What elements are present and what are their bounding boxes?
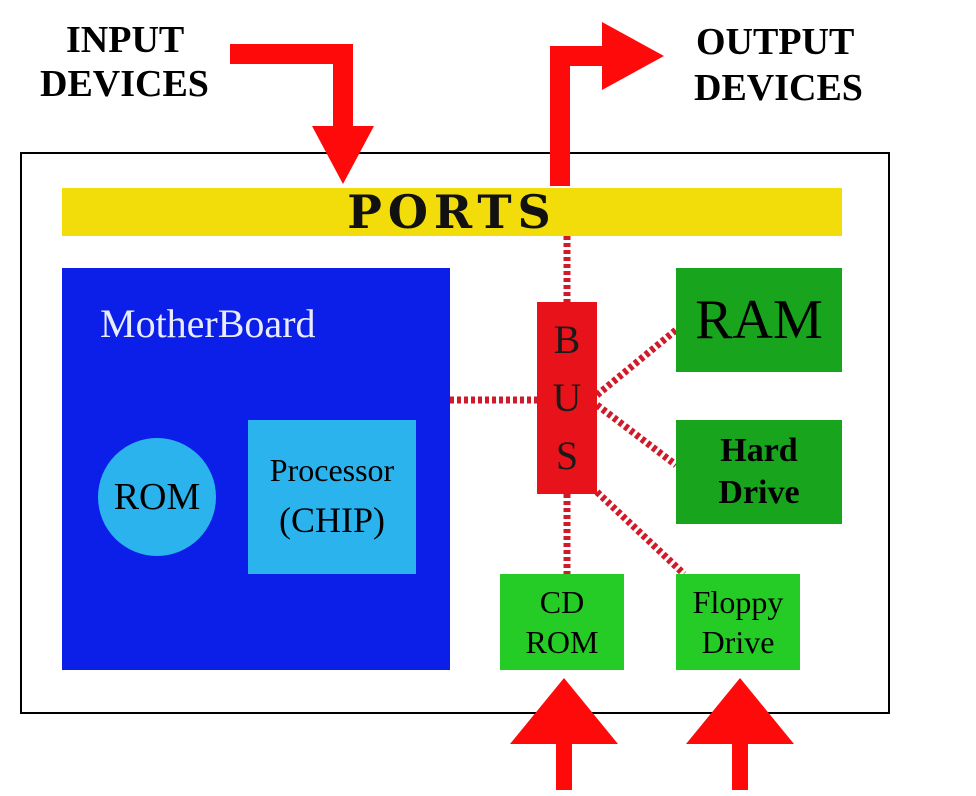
hard-drive-label-line2: Drive — [718, 474, 800, 511]
chip-label: (CHIP) — [279, 500, 385, 540]
bus-block: B U S — [537, 302, 597, 494]
hard-drive-label-line1: Hard — [720, 432, 798, 469]
bus-letter-s: S — [555, 433, 579, 478]
processor-chip: Processor (CHIP) — [248, 420, 416, 574]
motherboard-title: MotherBoard — [100, 301, 316, 346]
output-devices-label-line1: OUTPUT — [696, 21, 855, 63]
floppy-label-line2: Drive — [701, 624, 775, 660]
ports-label: PORTS — [347, 185, 557, 239]
ram-label: RAM — [695, 289, 823, 351]
output-devices-label-line2: DEVICES — [694, 67, 863, 109]
cdrom-label-line1: CD — [539, 584, 585, 620]
cdrom-block: CD ROM — [500, 574, 624, 670]
cdrom-label-line2: ROM — [525, 624, 599, 660]
ram-block: RAM — [676, 268, 842, 372]
bus-letter-b: B — [553, 317, 581, 362]
input-devices-label-line2: DEVICES — [40, 63, 209, 105]
rom-label: ROM — [113, 476, 201, 518]
input-devices-label-line1: INPUT — [66, 19, 185, 61]
ports-bar: PORTS — [62, 185, 842, 239]
bus-letter-u: U — [552, 375, 582, 420]
processor-label: Processor — [269, 452, 395, 488]
rom-circle: ROM — [98, 438, 216, 556]
floppy-drive-block: Floppy Drive — [676, 574, 800, 670]
hard-drive-block: Hard Drive — [676, 420, 842, 524]
floppy-label-line1: Floppy — [692, 584, 784, 620]
